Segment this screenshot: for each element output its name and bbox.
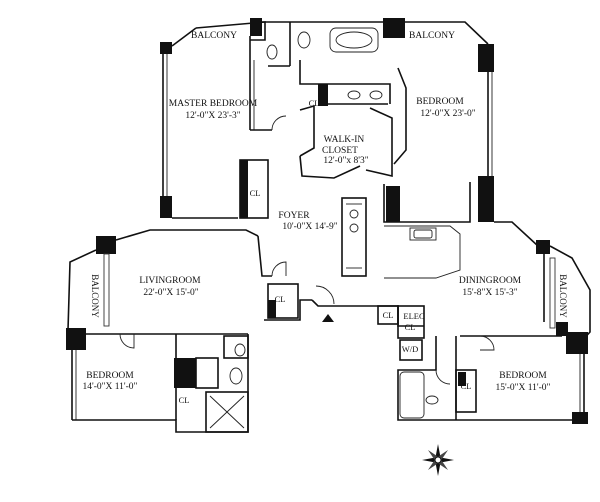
bedroom-ne-dim: 12'-0"X 23'-0": [420, 109, 475, 119]
walkin-closet-dim: 12'-0"x 8'3": [323, 156, 368, 166]
balcony-top-right-label: BALCONY: [409, 31, 455, 41]
closet-label-dining-a: CL: [383, 310, 394, 320]
compass-icon: [422, 444, 454, 476]
closet-label-master-bath: CL: [309, 98, 320, 108]
bedroom-ne-name: BEDROOM: [416, 97, 464, 107]
exterior-walls: [66, 18, 591, 433]
living-room-dim: 22'-0"X 15'-0": [143, 288, 198, 298]
door-swings: [119, 115, 495, 385]
bedroom-se-name: BEDROOM: [499, 371, 547, 381]
master-bedroom-dim: 12'-0"X 23'-3": [185, 111, 240, 121]
closet-label-bedroom-sw: CL: [179, 395, 190, 405]
fixtures: [229, 27, 439, 419]
closet-label-foyer-upper: CL: [250, 188, 261, 198]
foyer-dim: 10'-0"X 14'-9": [282, 222, 337, 232]
balcony-top-left-label: BALCONY: [191, 31, 237, 41]
balcony-left-label: BALCONY: [90, 274, 100, 318]
walkin-closet-name-1: WALK-IN: [324, 135, 365, 145]
bedroom-se-dim: 15'-0"X 11'-0": [496, 383, 551, 393]
dining-room-name: DININGROOM: [459, 276, 522, 286]
closet-label-dining-b: CL: [405, 322, 416, 332]
foyer-name: FOYER: [278, 211, 310, 221]
room-labels: BALCONY BALCONY BALCONY BALCONY MASTER B…: [83, 31, 568, 405]
entry-marker-icon: [322, 314, 334, 322]
closet-label-foyer-lower: CL: [275, 294, 286, 304]
closet-label-bedroom-se: CL: [461, 381, 472, 391]
bedroom-sw-name: BEDROOM: [86, 371, 134, 381]
elec-label: ELEC: [403, 311, 425, 321]
interior-walls: [174, 22, 477, 433]
walkin-closet-name-2: CLOSET: [322, 146, 358, 156]
bedroom-sw-dim: 14'-0"X 11'-0": [83, 382, 138, 392]
living-room-name: LIVINGROOM: [139, 276, 201, 286]
balcony-right-label: BALCONY: [558, 274, 568, 318]
dining-room-dim: 15'-8"X 15'-3": [462, 288, 517, 298]
washer-dryer-label: W/D: [402, 344, 419, 354]
master-bedroom-name: MASTER BEDROOM: [169, 99, 258, 109]
